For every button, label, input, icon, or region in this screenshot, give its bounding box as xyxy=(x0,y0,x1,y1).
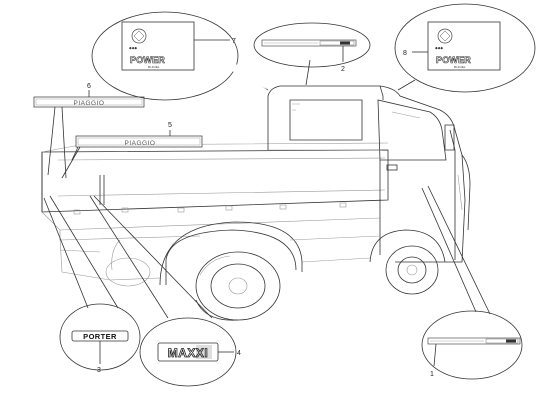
decal-6-label: PIAGGIO xyxy=(74,100,105,107)
power-badge-7: ◆◆◆ POWER BI-FUEL xyxy=(121,21,195,71)
decal-1-strip xyxy=(427,337,521,345)
power-badge-8-sub: BI-FUEL xyxy=(454,65,466,69)
callout-bubble-maxxi: MAXXI 4 xyxy=(89,195,241,387)
decal-2-strip xyxy=(261,39,357,47)
callout-3-number: 3 xyxy=(97,367,101,374)
callout-bubble-center: 2 xyxy=(253,22,371,86)
callout-6-number: 6 xyxy=(87,83,91,90)
decal-4-maxxi: MAXXI xyxy=(157,342,219,362)
decal-6-piaggio-strip: PIAGGIO xyxy=(33,96,145,108)
decal-3-label: PORTER xyxy=(83,332,117,341)
rear-wheel xyxy=(159,221,303,321)
callout-4-number: 4 xyxy=(237,350,241,357)
cargo-bed xyxy=(41,142,389,241)
leader-lines-top: 6 5 xyxy=(47,83,172,179)
callout-7-number: 7 xyxy=(232,38,236,45)
callout-1-number: 1 xyxy=(430,371,434,378)
chassis xyxy=(59,235,381,287)
callout-5-number: 5 xyxy=(168,122,172,129)
callout-bubble-left: ◆◆◆ POWER BI-FUEL 7 xyxy=(91,11,269,101)
decal-3-porter: PORTER xyxy=(71,330,129,342)
power-badge-8-mark: ◆◆◆ xyxy=(435,46,444,50)
callout-bubble-porter: PORTER 3 xyxy=(43,195,141,374)
decal-4-label: MAXXI xyxy=(168,346,209,360)
decal-5-label: PIAGGIO xyxy=(125,140,156,147)
truck-illustration xyxy=(41,85,471,321)
power-badge-7-text: POWER xyxy=(130,55,165,65)
callout-8-number: 8 xyxy=(403,50,407,57)
truck-cab xyxy=(267,85,471,263)
power-badge-8: ◆◆◆ POWER BI-FUEL xyxy=(427,21,501,71)
callout-bubble-1: 1 xyxy=(421,185,523,380)
callout-bubble-right: ◆◆◆ POWER BI-FUEL 8 xyxy=(394,3,536,93)
decal-5-piaggio-strip: PIAGGIO xyxy=(75,135,203,148)
front-wheel xyxy=(369,229,446,295)
power-badge-7-mark: ◆◆◆ xyxy=(129,46,138,50)
power-badge-8-text: POWER xyxy=(436,55,471,65)
power-badge-7-sub: BI-FUEL xyxy=(148,65,160,69)
callout-2-number: 2 xyxy=(341,66,345,73)
